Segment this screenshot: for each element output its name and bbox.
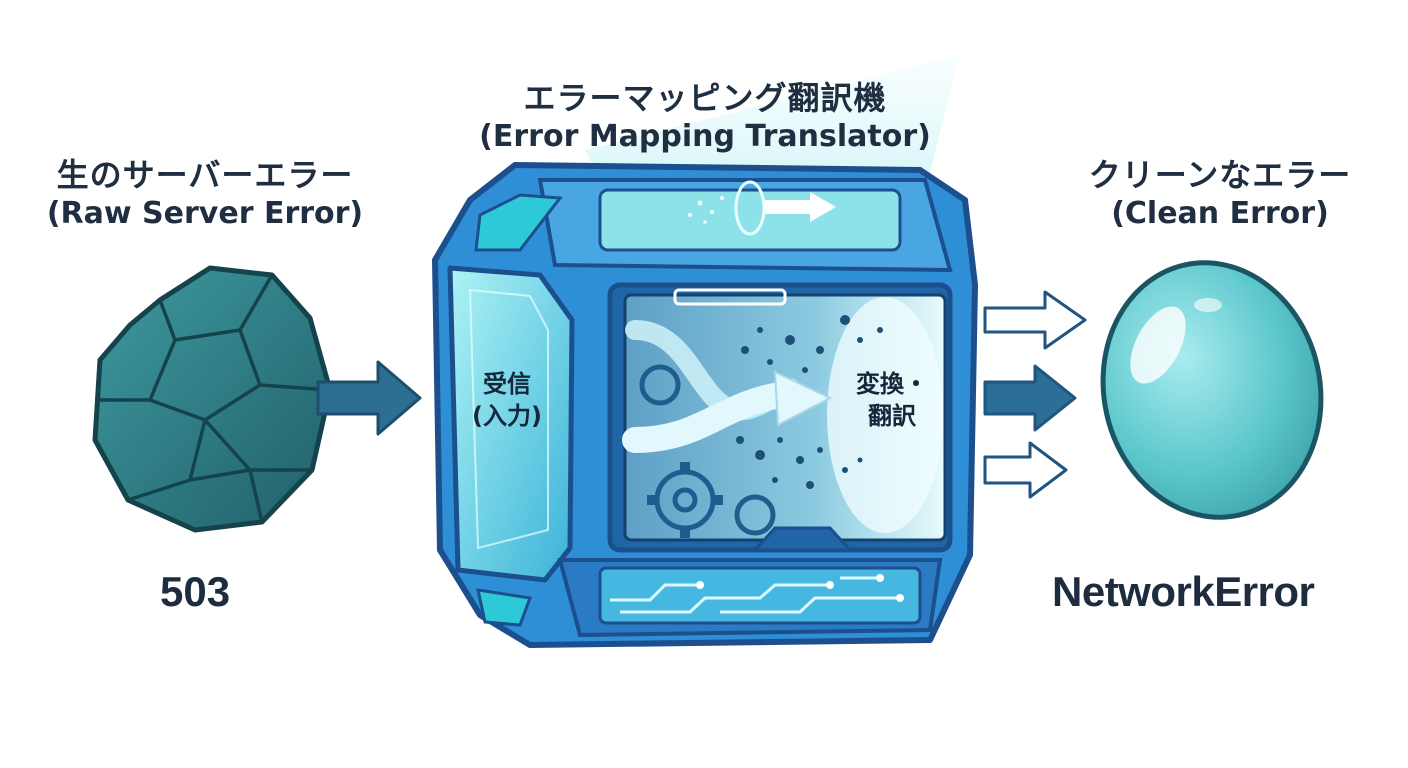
raw-error-title-jp: 生のサーバーエラー <box>56 156 354 194</box>
egg-icon <box>1100 260 1324 520</box>
circuit-icon <box>610 576 900 614</box>
clean-error-title: クリーンなエラー (Clean Error) <box>1050 155 1390 233</box>
input-label-line1: 受信 <box>483 370 531 398</box>
clean-error-title-en: (Clean Error) <box>1111 196 1329 231</box>
arrow-icon <box>316 360 422 436</box>
raw-error-title-en: (Raw Server Error) <box>46 196 364 231</box>
arrow-icon <box>983 290 1087 499</box>
raw-error-code: 503 <box>160 568 231 615</box>
process-label-line1: 変換・ <box>856 370 928 398</box>
process-label: 変換・ 翻訳 <box>842 368 942 433</box>
clean-error-title-jp: クリーンなエラー <box>1088 156 1352 194</box>
process-label-line2: 翻訳 <box>868 402 916 431</box>
machine-title-en: (Error Mapping Translator) <box>479 119 931 154</box>
arrow-icon <box>983 364 1077 432</box>
machine-title: エラーマッピング翻訳機 (Error Mapping Translator) <box>470 78 940 156</box>
rock-icon <box>92 265 333 533</box>
machine-icon <box>432 162 978 648</box>
clean-error-code: NetworkError <box>1052 568 1315 615</box>
input-label-line2: (入力) <box>472 402 542 431</box>
raw-error-title: 生のサーバーエラー (Raw Server Error) <box>30 155 380 233</box>
machine-title-jp: エラーマッピング翻訳機 <box>523 79 887 117</box>
input-panel-label: 受信 (入力) <box>452 368 562 433</box>
